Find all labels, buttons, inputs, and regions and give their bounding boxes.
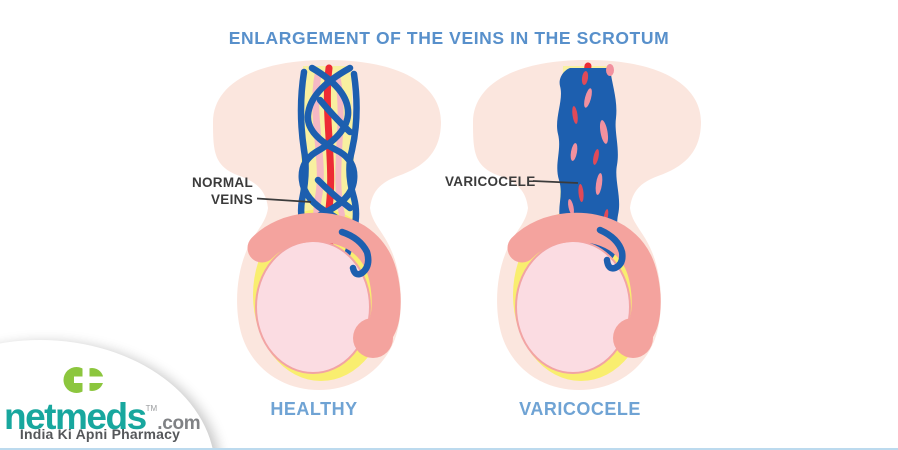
logo-domain-text: .com [157, 413, 201, 434]
logo-brand-text: netmeds [4, 396, 147, 437]
normal-veins-illustration [297, 64, 360, 270]
medical-cross-icon [63, 366, 109, 396]
bottom-border-line [0, 448, 898, 450]
logo-trademark: TM [145, 404, 158, 413]
logo-wordmark: netmedsTM.com [4, 392, 201, 442]
vein-loop-over-epididymis [596, 226, 626, 272]
varicocele-pointer-line [532, 180, 579, 184]
varicocele-caption: VARICOCELE [519, 399, 641, 419]
logo-tagline: India Ki Apni Pharmacy [19, 426, 181, 442]
normal-veins-pointer-line [256, 197, 312, 203]
varicocele-label: VARICOCELE [445, 174, 536, 189]
healthy-caption: HEALTHY [270, 399, 358, 419]
varicocele-figure [473, 60, 701, 390]
page-title: ENLARGEMENT OF THE VEINS IN THE SCROTUM [228, 28, 670, 48]
vein-loop-over-epididymis [338, 228, 372, 278]
normal-veins-label: NORMAL VEINS [191, 175, 253, 207]
healthy-figure [213, 60, 441, 390]
